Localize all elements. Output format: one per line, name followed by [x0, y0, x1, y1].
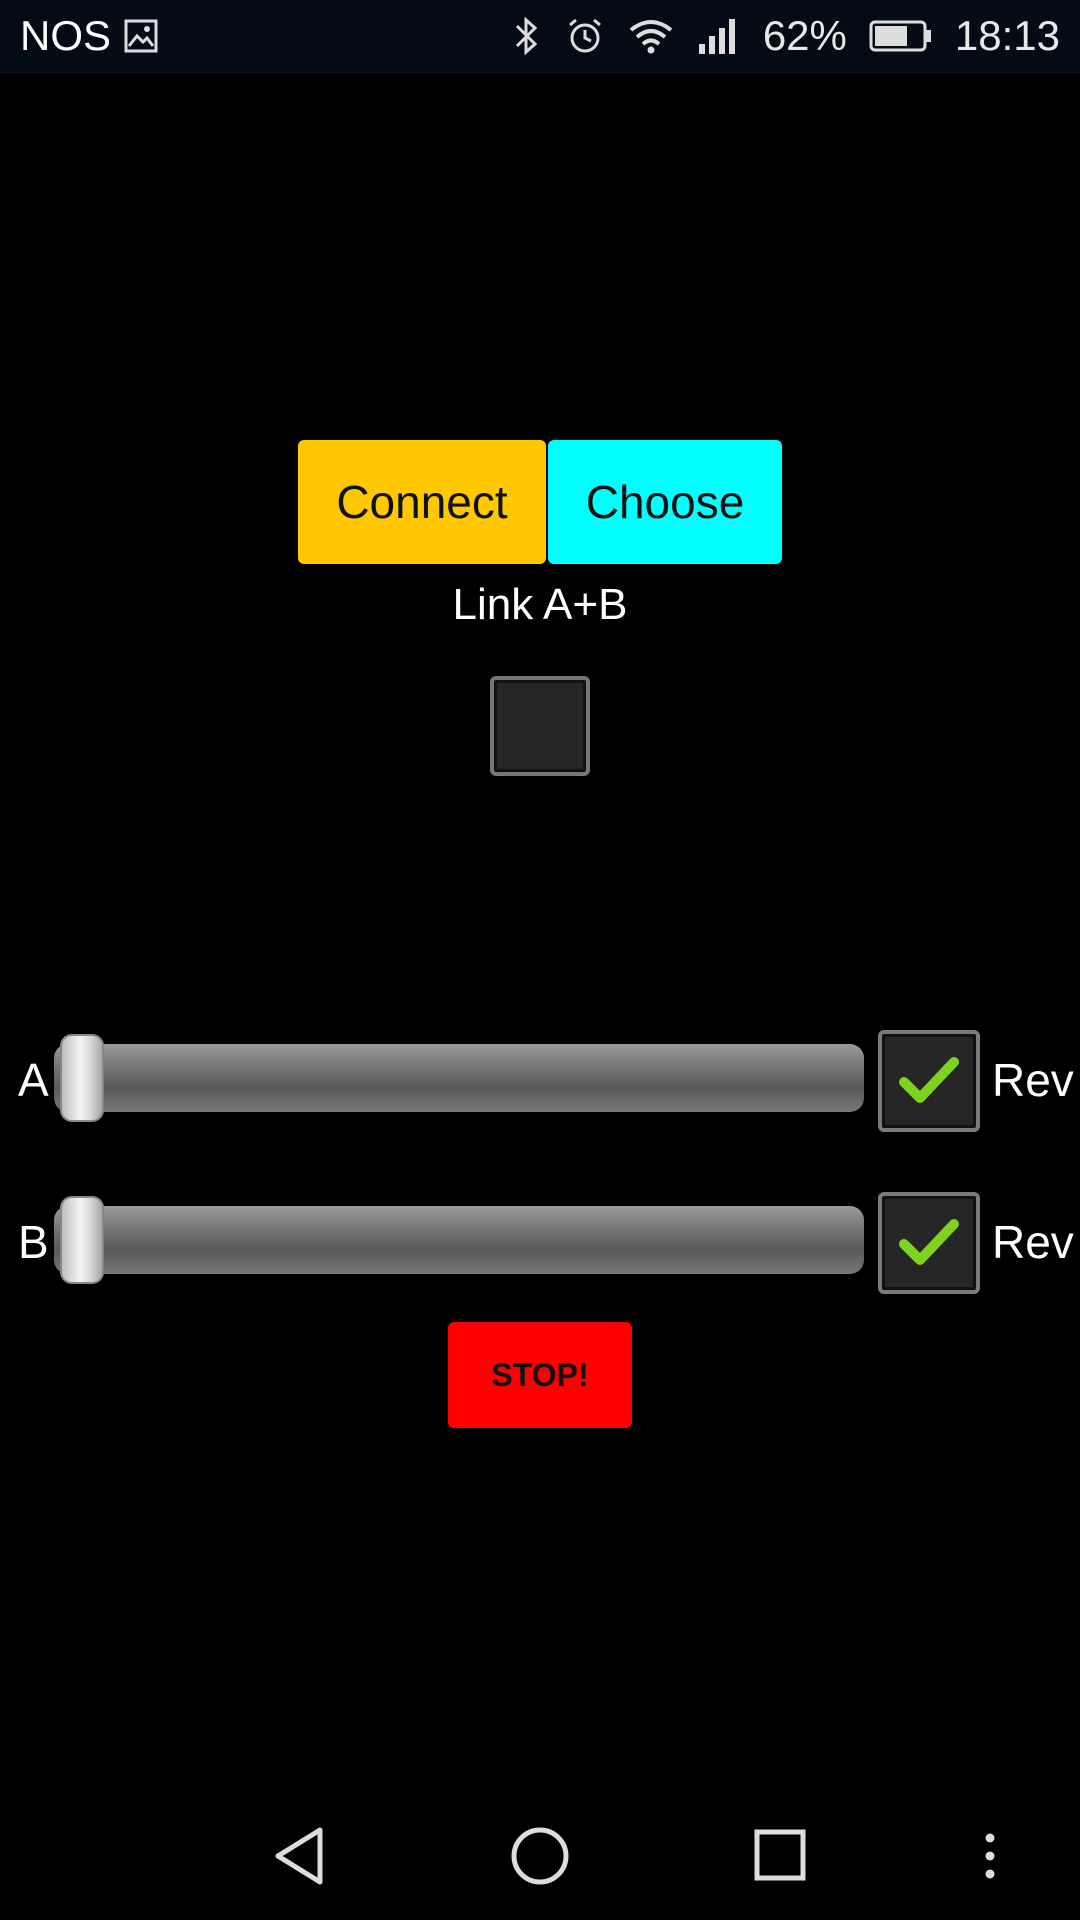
checkmark-icon [899, 1219, 959, 1265]
alarm-icon [565, 16, 605, 56]
rev-b-label: Rev [992, 1216, 1074, 1268]
choose-button[interactable]: Choose [548, 440, 782, 564]
image-icon [123, 18, 159, 54]
slider-b-track[interactable] [54, 1206, 864, 1274]
slider-b-label: B [18, 1216, 49, 1268]
slider-a-label: A [18, 1054, 49, 1106]
wifi-icon [627, 16, 675, 56]
battery-percent: 62% [762, 12, 847, 59]
back-icon[interactable] [272, 1820, 328, 1897]
link-ab-checkbox[interactable] [490, 676, 590, 776]
status-bar: NOS [0, 0, 1080, 74]
home-icon[interactable] [508, 1820, 572, 1897]
link-ab-label: Link A+B [452, 580, 628, 629]
stop-button[interactable]: STOP! [448, 1322, 632, 1428]
rev-a-checkbox[interactable] [878, 1030, 980, 1132]
clock-time: 18:13 [954, 12, 1060, 59]
connection-button-row: Connect Choose [298, 440, 782, 564]
battery-icon [869, 19, 933, 53]
rev-a-label: Rev [992, 1054, 1074, 1106]
signal-icon [697, 16, 741, 56]
status-left: NOS [20, 12, 159, 60]
menu-dots-icon[interactable] [980, 1820, 1000, 1897]
bluetooth-icon [509, 16, 543, 56]
connect-button[interactable]: Connect [298, 440, 546, 564]
rev-b-checkbox[interactable] [878, 1192, 980, 1294]
slider-a-track[interactable] [54, 1044, 864, 1112]
navigation-bar [0, 1800, 1080, 1920]
status-right: 62% 18:13 [509, 12, 1060, 60]
slider-b-thumb[interactable] [60, 1196, 104, 1284]
recents-icon[interactable] [752, 1820, 808, 1897]
carrier-name: NOS [20, 12, 112, 59]
checkmark-icon [899, 1057, 959, 1103]
slider-a-thumb[interactable] [60, 1034, 104, 1122]
